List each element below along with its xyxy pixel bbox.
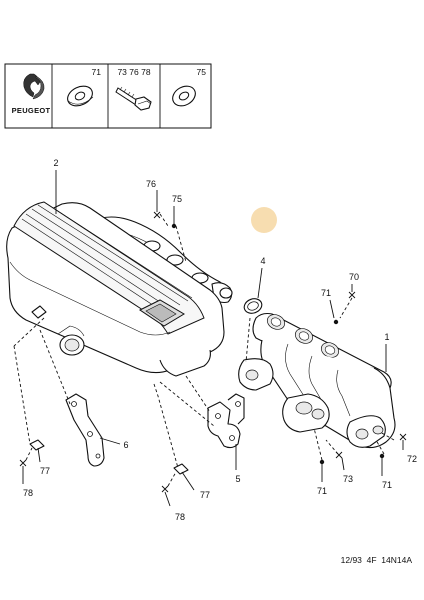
callout-73: 73 — [343, 474, 353, 484]
callout-70: 70 — [349, 272, 359, 282]
callout-4: 4 — [260, 256, 265, 266]
clip-part-77-left — [29, 439, 45, 451]
callout-2: 2 — [53, 158, 58, 168]
flat-washer-icon — [172, 85, 196, 107]
legend-label-73-76-78: 73 76 78 — [117, 67, 150, 77]
manifold-part-1 — [238, 312, 396, 449]
callout-75: 75 — [172, 194, 182, 204]
callout-77-left: 77 — [40, 466, 50, 476]
callout-71-top: 71 — [321, 288, 331, 298]
brand-name: PEUGEOT — [12, 106, 51, 115]
callout-6: 6 — [123, 440, 128, 450]
callout-71-bottom: 71 — [317, 486, 327, 496]
callout-77-bottom: 77 — [200, 490, 210, 500]
highlight-marker — [251, 207, 277, 233]
callout-1: 1 — [384, 332, 389, 342]
bracket-part-6 — [65, 393, 105, 467]
bolt-icon — [115, 86, 152, 111]
callout-76: 76 — [146, 179, 156, 189]
washer-icon — [67, 85, 94, 107]
leader-lines — [22, 170, 404, 507]
callout-labels: 2 76 75 4 70 71 1 72 71 73 71 5 6 77 78 … — [23, 158, 417, 522]
fastener-markers — [19, 211, 407, 493]
assembly-lines — [13, 213, 395, 487]
legend-label-75: 75 — [197, 67, 207, 77]
drawing-reference: 12/93 4F 14N14A — [341, 555, 413, 565]
legend-label-71: 71 — [92, 67, 102, 77]
callout-78-bottom: 78 — [175, 512, 185, 522]
callout-72: 72 — [407, 454, 417, 464]
intake-plenum-part-2 — [6, 201, 233, 377]
bracket-part-5 — [207, 393, 245, 449]
callout-71-right: 71 — [382, 480, 392, 490]
parts-legend: PEUGEOT 71 73 76 78 75 — [4, 63, 212, 129]
callout-5: 5 — [235, 474, 240, 484]
clip-part-77-bottom — [173, 463, 189, 475]
seal-ring-inner — [247, 301, 259, 311]
callout-78-left: 78 — [23, 488, 33, 498]
peugeot-lion-logo — [23, 73, 45, 100]
